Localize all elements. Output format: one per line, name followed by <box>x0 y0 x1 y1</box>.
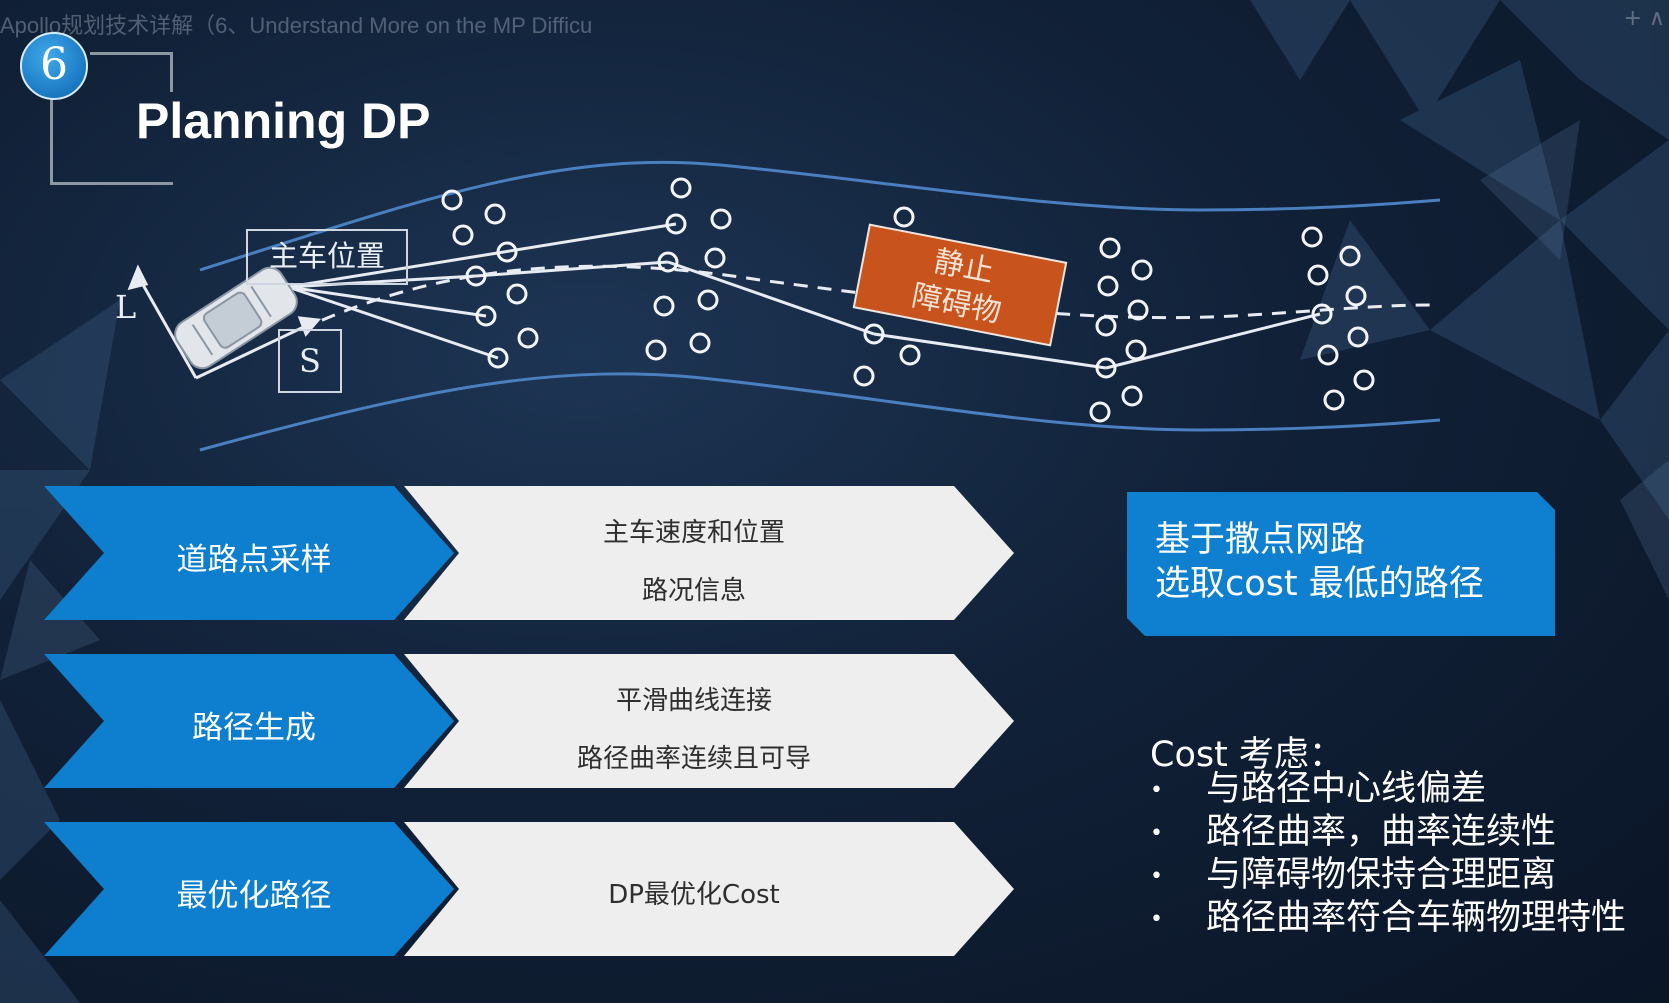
summary-box: 基于撒点网路 选取cost 最低的路径 <box>1127 492 1555 636</box>
slide-title: Planning DP <box>136 93 431 149</box>
static-obstacle <box>852 223 1068 347</box>
step-row-optimization: 最优化路径 DP最优化Cost <box>44 818 1014 960</box>
cost-title: Cost 考虑： <box>1150 735 1344 775</box>
title-frame <box>50 52 173 185</box>
step-detail: 路况信息 <box>641 576 746 606</box>
bullet: • <box>1150 906 1163 932</box>
step-detail: 路径曲率连续且可导 <box>576 744 811 774</box>
cost-list: • 与路径中心线偏差 • 路径曲率，曲率连续性 • 与障碍物保持合理距离 • 路径曲率符… <box>1150 768 1626 940</box>
step-row-sampling: 道路点采样 主车速度和位置 路况信息 <box>44 482 1014 624</box>
video-title: Apollo规划技术详解（6、Understand More on the MP… <box>0 13 593 38</box>
bullet: • <box>1150 777 1163 803</box>
axis-l-label: L <box>115 288 137 326</box>
ego-car-label: 主车位置 <box>246 229 408 285</box>
bullet: • <box>1150 820 1163 846</box>
list-item: • 路径曲率符合车辆物理特性 <box>1150 897 1626 940</box>
step-label: 路径生成 <box>192 710 316 746</box>
sample-connections <box>287 222 1321 370</box>
list-item: • 与障碍物保持合理距离 <box>1150 854 1626 897</box>
title-frame-right <box>170 52 173 92</box>
axis-s-label: S <box>278 329 342 393</box>
window-controls-icon[interactable]: + ∧ <box>1623 6 1665 31</box>
step-detail: 主车速度和位置 <box>602 518 785 548</box>
dp-sampling-diagram <box>127 160 1441 452</box>
sample-points <box>441 177 1375 423</box>
list-item: • 路径曲率，曲率连续性 <box>1150 811 1626 854</box>
chevron <box>44 654 454 788</box>
detail-arrow <box>404 486 1014 620</box>
title-frame-top <box>90 52 172 55</box>
slide-number-badge: 6 <box>20 32 88 100</box>
cost-item: 与路径中心线偏差 <box>1206 769 1487 809</box>
road-upper-boundary <box>199 160 1441 272</box>
cost-item: 路径曲率，曲率连续性 <box>1206 812 1557 852</box>
step-label: 最优化路径 <box>176 878 332 914</box>
step-label: 道路点采样 <box>176 542 332 578</box>
chevron <box>44 486 454 620</box>
step-detail: 平滑曲线连接 <box>615 686 772 716</box>
step-row-path-generation: 路径生成 平滑曲线连接 路径曲率连续且可导 <box>44 650 1014 792</box>
cost-item: 与障碍物保持合理距离 <box>1206 855 1557 895</box>
bullet: • <box>1150 863 1163 889</box>
list-item: • 与路径中心线偏差 <box>1150 768 1626 811</box>
summary-text: 基于撒点网路 选取cost 最低的路径 <box>1155 518 1484 606</box>
summary-line2: 选取cost 最低的路径 <box>1155 564 1484 604</box>
ego-car <box>174 266 298 370</box>
detail-arrow <box>404 654 1014 788</box>
step-detail: DP最优化Cost <box>608 880 780 910</box>
detail-arrow <box>404 822 1014 956</box>
road-lower-boundary <box>199 372 1441 452</box>
summary-line1: 基于撒点网路 <box>1155 520 1366 560</box>
chevron <box>44 822 454 956</box>
cost-item: 路径曲率符合车辆物理特性 <box>1206 898 1627 938</box>
